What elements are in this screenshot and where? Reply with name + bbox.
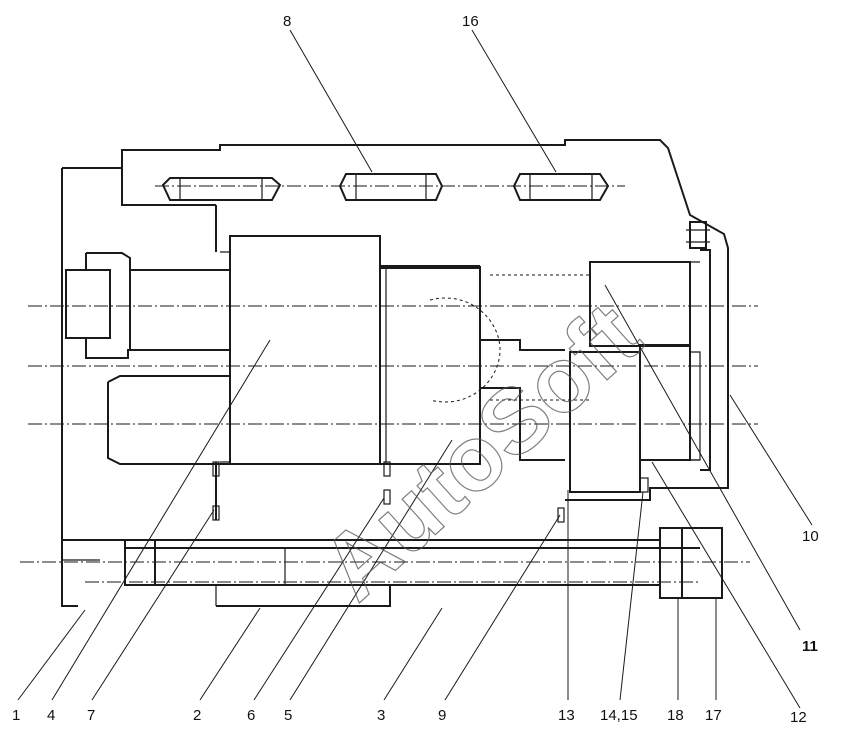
callout-14-15: 14,15 [600, 707, 638, 724]
hidden-lines [429, 274, 590, 403]
right-cover [690, 249, 711, 471]
callout-16: 16 [462, 13, 479, 30]
callout-9: 9 [438, 707, 446, 724]
callout-7: 7 [87, 707, 95, 724]
callout-3: 3 [377, 707, 385, 724]
dowel-pin-left [161, 177, 282, 201]
callout-5: 5 [284, 707, 292, 724]
seal-rings [212, 461, 649, 523]
callout-2: 2 [193, 707, 201, 724]
callout-12: 12 [790, 709, 807, 726]
centerlines [20, 305, 758, 583]
callout-10: 10 [802, 528, 819, 545]
callout-6: 6 [247, 707, 255, 724]
vent-fitting [686, 221, 710, 249]
callout-17: 17 [705, 707, 722, 724]
callout-4: 4 [47, 707, 55, 724]
callout-13: 13 [558, 707, 575, 724]
dowel-pin-middle [338, 173, 444, 201]
callout-11: 11 [802, 638, 818, 655]
watermark-text: AutoSoft [303, 284, 660, 620]
callout-labels: 8 16 1 4 7 2 6 5 3 9 13 14,15 18 17 12 1… [12, 13, 819, 726]
callout-1: 1 [12, 707, 20, 724]
leader-lines [17, 29, 813, 709]
callout-8: 8 [283, 13, 291, 30]
callout-18: 18 [667, 707, 684, 724]
left-port-boss [65, 253, 230, 359]
dowel-pin-right [512, 173, 610, 201]
first-gear [220, 235, 381, 465]
